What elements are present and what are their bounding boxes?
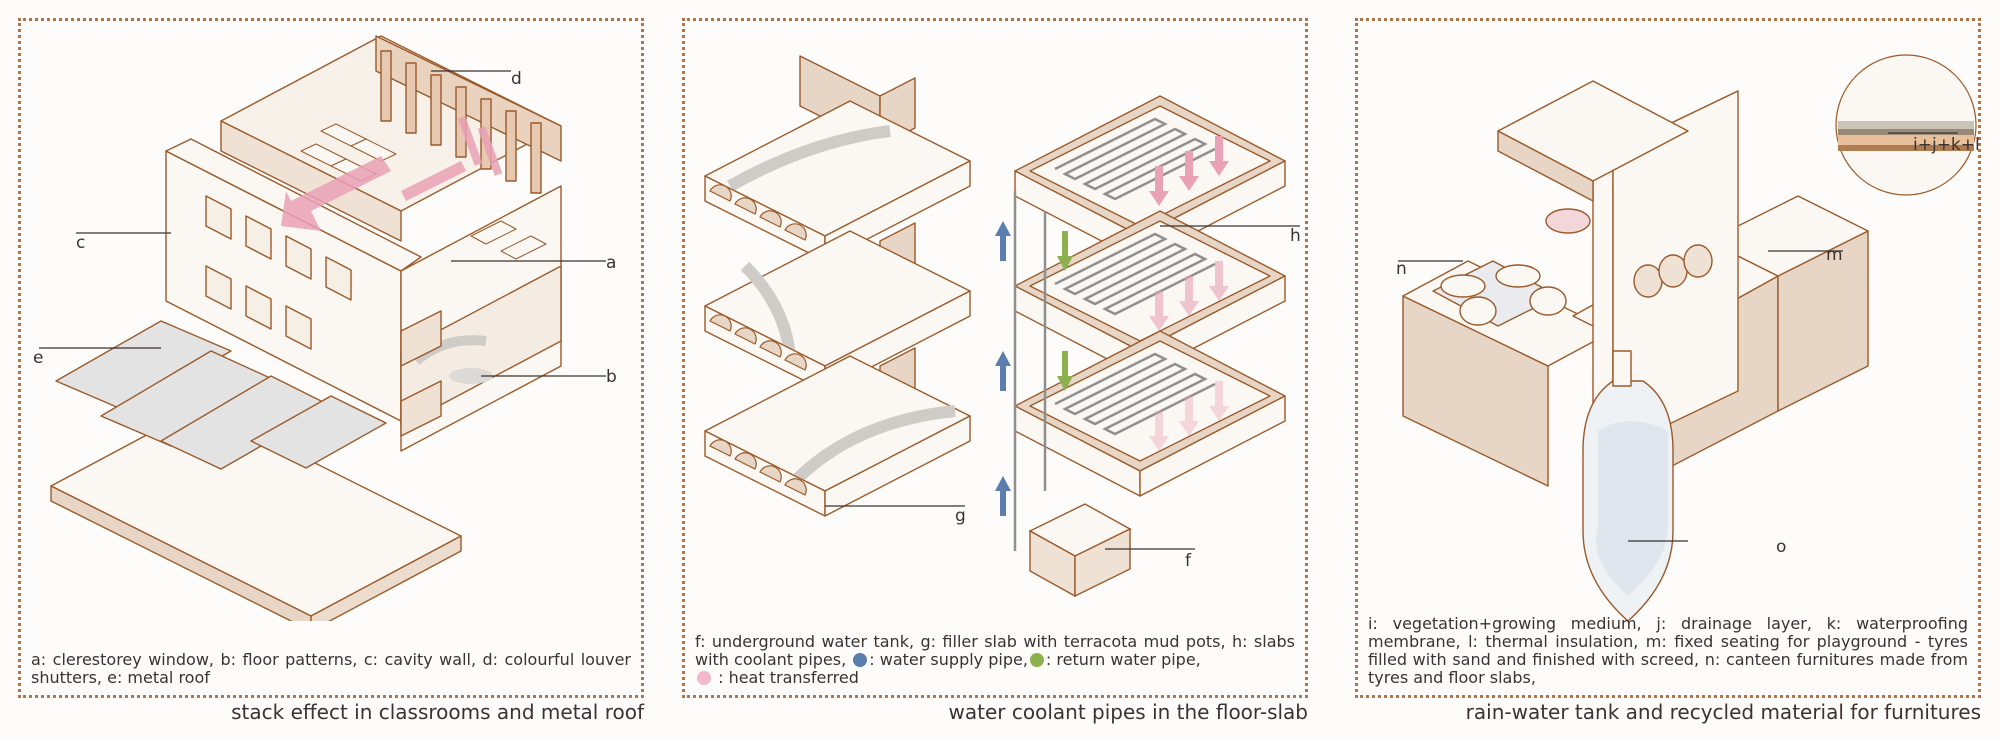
ground-slab-edge — [50, 485, 312, 621]
legend-part2: : water supply pipe, — [869, 650, 1028, 669]
water-supply-dot-icon — [853, 653, 868, 667]
label-d: d — [511, 69, 522, 89]
label-o: o — [1776, 537, 1787, 557]
panel2-caption: water coolant pipes in the floor-slab — [948, 700, 1308, 724]
heat-dot-icon — [697, 671, 711, 685]
return-water-dot-icon — [1029, 653, 1044, 667]
rain-water-tank-diagram — [1398, 54, 1977, 621]
label-a: a — [606, 253, 617, 273]
panel-stack-effect: d a b c e a: clerestorey window, b: floo… — [18, 18, 644, 698]
label-h: h — [1290, 226, 1301, 246]
legend-part4: : heat transferred — [718, 668, 859, 687]
filler-slabs — [704, 55, 971, 517]
coolant-pipes — [1013, 117, 1216, 551]
panel1-legend: a: clerestorey window, b: floor patterns… — [31, 650, 631, 687]
legend-part1: f: underground water tank, g: filler sla… — [695, 632, 1295, 669]
tyre-seating — [1633, 264, 1663, 298]
coolant-slabs — [1014, 95, 1286, 497]
underground-tank — [1028, 503, 1132, 598]
stack-effect-arrows — [281, 116, 503, 231]
legend-part3: : return water pipe, — [1045, 650, 1201, 669]
panel3-caption: rain-water tank and recycled material fo… — [1465, 700, 1981, 724]
label-c: c — [76, 233, 86, 253]
label-e: e — [33, 348, 44, 368]
label-ijkl: i+j+k+l — [1913, 135, 1980, 155]
water-supply-arrows — [995, 221, 1011, 516]
label-g: g — [955, 506, 966, 526]
floor-slab-diagram — [704, 55, 1300, 598]
panel2-legend: f: underground water tank, g: filler sla… — [695, 633, 1295, 687]
label-b: b — [606, 367, 617, 387]
heat-arrows — [1149, 136, 1229, 451]
metal-roof — [55, 320, 387, 470]
panel3-legend: i: vegetation+growing medium, j: drainag… — [1368, 614, 1968, 687]
label-f: f — [1185, 551, 1191, 571]
floor-pattern — [449, 368, 493, 384]
return-water-arrows — [1057, 231, 1073, 391]
label-m: m — [1826, 245, 1843, 265]
panel-rain-water: i+j+k+l m n o i: vegetation+growing medi… — [1355, 18, 1981, 698]
panel-coolant-pipes: h g f f: underground water tank, g: fill… — [682, 18, 1308, 698]
school-building-diagram — [39, 35, 606, 621]
label-n: n — [1396, 259, 1407, 279]
roof-layer-detail — [1835, 54, 1977, 196]
panel1-caption: stack effect in classrooms and metal roo… — [231, 700, 644, 724]
